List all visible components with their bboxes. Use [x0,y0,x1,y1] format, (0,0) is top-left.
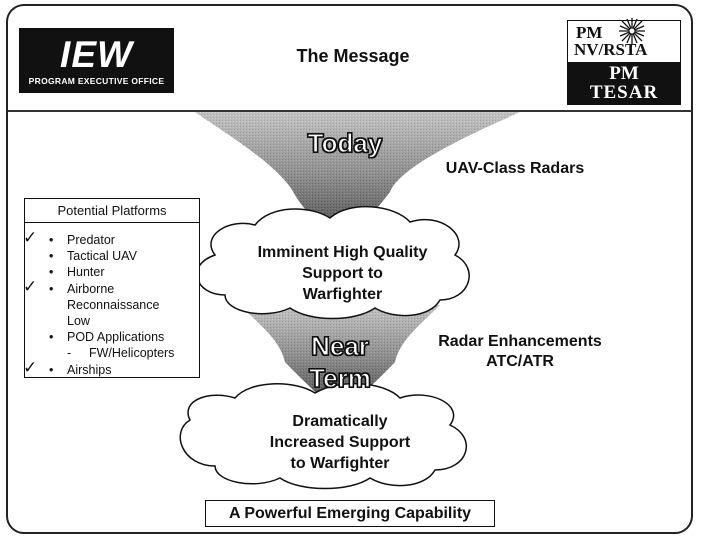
pm-logo-line3: PM [609,63,639,84]
pm-logo-line2: NV/RSTA [574,40,648,59]
stage-term-label: Term [309,362,372,393]
cloud2-line1: Dramatically [292,413,388,430]
capability-banner: A Powerful Emerging Capability [205,500,495,527]
cloud-imminent [196,205,470,320]
stage-today-label: Today [307,127,383,158]
cloud1-line1: Imminent High Quality [257,244,428,261]
slide-title: The Message [296,46,410,66]
platform-item: ✓ • Airborne [23,276,199,297]
cloud-dramatically [179,382,468,490]
pm-logo: PM NV/RSTA PM TESAR [567,18,681,105]
bullet-icon: • [49,362,54,377]
stage-near-label: Near [310,330,369,361]
iew-logo: IEW PROGRAM EXECUTIVE OFFICE [19,28,174,93]
platform-item-label: FW/Helicopters [89,346,175,361]
cloud1-text: Imminent High Quality Support to Warfigh… [235,242,450,305]
platform-item: ✓ • Predator [23,228,199,248]
platform-item: Reconnaissance [25,297,199,313]
bullet-icon: • [49,330,54,345]
header-divider [8,110,692,112]
platform-item-label: Airborne [67,281,115,296]
platform-item: • Hunter [25,264,199,280]
cloud2-line3: to Warfighter [290,455,390,472]
arrow-today [195,112,520,250]
cloud2-line2: Increased Support [269,434,411,451]
bullet-icon: • [49,265,54,280]
cloud2-text: Dramatically Increased Support to Warfig… [230,411,450,474]
platform-item-label: Airships [67,362,112,377]
platform-item-label: Hunter [67,265,105,280]
platform-item-label: Reconnaissance [67,297,160,312]
cloud1-line2: Support to [302,265,383,282]
platform-item-label: Low [67,314,90,329]
bullet-icon: • [49,249,54,264]
platform-item-label: Tactical UAV [67,249,137,264]
checkmark-icon: ✓ [23,357,38,377]
cloud1-line3: Warfighter [302,286,383,303]
platform-item: ✓ • Airships [23,357,199,378]
checkmark-icon: ✓ [23,228,38,247]
checkmark-icon: ✓ [23,276,38,296]
iew-logo-subtitle: PROGRAM EXECUTIVE OFFICE [28,76,165,86]
bullet-icon: • [49,233,54,247]
starburst-icon [619,18,645,44]
platform-item: • Tactical UAV [25,248,199,264]
platform-item-label: Predator [67,233,115,247]
side-text-atc-atr: ATC/ATR [486,353,554,370]
platforms-list: ✓ • Predator • Tactical UAV • Hunter ✓ • Airborne… [23,228,199,378]
pm-logo-line1: PM [576,23,603,42]
slide-frame [6,4,693,534]
pm-logo-line4: TESAR [589,82,659,103]
potential-platforms-box: Potential Platforms ✓ • Predator • Tactical … [23,198,200,378]
bullet-icon: - [67,346,72,361]
bullet-icon: • [49,281,54,296]
pm-logo-banner: PM TESAR [568,62,680,104]
platform-item: - FW/Helicopters [25,345,199,361]
platform-item: • POD Applications [25,329,199,345]
platform-item-label: POD Applications [67,330,165,345]
side-text-radar-enhancements: Radar Enhancements [438,333,602,350]
arrow-near-term [240,305,440,416]
platform-item: Low [25,313,199,329]
iew-logo-text: IEW [60,34,133,75]
platforms-title: Potential Platforms [25,199,199,223]
side-text-uav-radars: UAV-Class Radars [445,160,585,177]
